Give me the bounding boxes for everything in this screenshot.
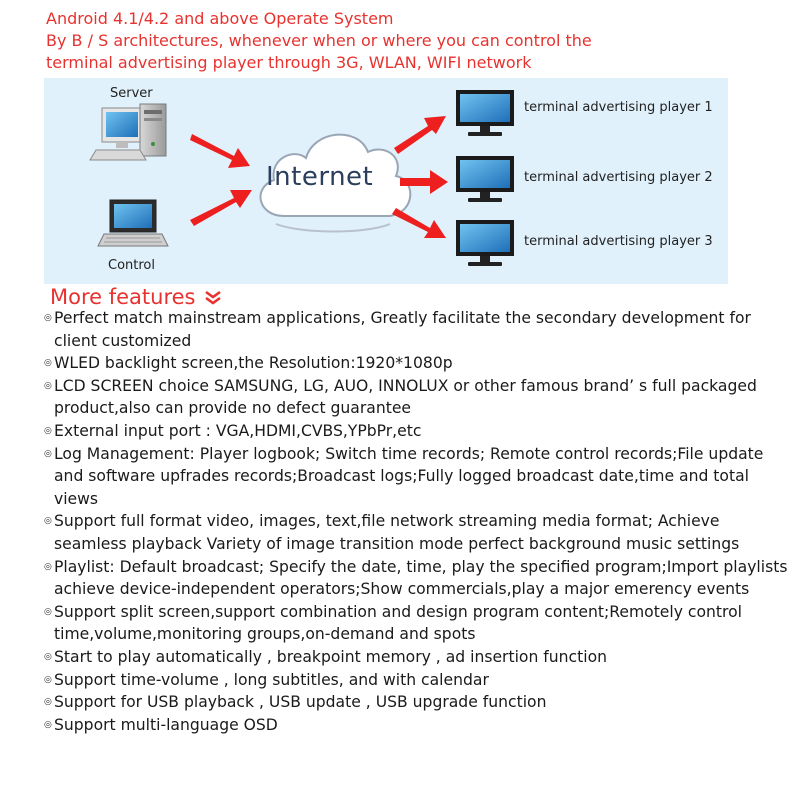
feature-text: LCD SCREEN choice SAMSUNG, LG, AUO, INNO… — [54, 376, 757, 418]
internet-label: Internet — [266, 162, 374, 192]
arrow-to-player-3 — [392, 208, 446, 238]
feature-item: ◎Support time-volume , long subtitles, a… — [44, 669, 796, 692]
diagram-artwork — [89, 90, 514, 266]
arrow-to-player-1 — [394, 116, 446, 154]
player-1-label: terminal advertising player 1 — [524, 100, 713, 115]
feature-item: ◎Support split screen,support combinatio… — [44, 601, 796, 646]
bullet-icon: ◎ — [44, 651, 52, 662]
arrow-server-to-internet — [190, 134, 250, 168]
feature-text: Support for USB playback , USB update , … — [54, 693, 547, 712]
bullet-icon: ◎ — [44, 516, 52, 527]
feature-item: ◎Start to play automatically , breakpoin… — [44, 646, 796, 669]
feature-item: ◎External input port : VGA,HDMI,CVBS,YPb… — [44, 420, 796, 443]
feature-text: WLED backlight screen,the Resolution:192… — [54, 354, 453, 373]
feature-item: ◎Support full format video, images, text… — [44, 510, 796, 555]
double-chevron-down-icon — [205, 290, 221, 305]
feature-text: Support multi-language OSD — [54, 715, 278, 734]
player-3-monitor-icon — [456, 220, 514, 266]
bullet-icon: ◎ — [44, 380, 52, 391]
section-title: More features — [50, 284, 222, 310]
player-2-monitor-icon — [456, 156, 514, 202]
feature-text: Perfect match mainstream applications, G… — [54, 309, 751, 350]
player-1-monitor-icon — [456, 90, 514, 136]
bullet-icon: ◎ — [44, 719, 52, 730]
bullet-icon: ◎ — [44, 425, 52, 436]
control-label: Control — [108, 258, 155, 273]
header-line-3: terminal advertising player through 3G, … — [46, 53, 532, 72]
feature-item: ◎Support multi-language OSD — [44, 714, 796, 737]
feature-text: Start to play automatically , breakpoint… — [54, 647, 607, 666]
bullet-icon: ◎ — [44, 448, 52, 459]
server-label: Server — [110, 86, 153, 101]
feature-text: Support split screen,support combination… — [54, 602, 742, 644]
network-diagram: Server Control Internet terminal adverti… — [44, 78, 728, 284]
bullet-icon: ◎ — [44, 313, 52, 323]
server-icon — [89, 103, 167, 161]
feature-text: Support full format video, images, text,… — [54, 512, 740, 553]
feature-item: ◎Playlist: Default broadcast; Specify th… — [44, 556, 796, 601]
feature-item: ◎LCD SCREEN choice SAMSUNG, LG, AUO, INN… — [44, 375, 796, 420]
bullet-icon: ◎ — [44, 358, 52, 369]
feature-item: ◎Log Management: Player logbook; Switch … — [44, 443, 796, 511]
bullet-icon: ◎ — [44, 606, 52, 617]
feature-item: ◎Perfect match mainstream applications, … — [44, 307, 796, 352]
arrow-to-player-2 — [400, 170, 448, 194]
features-list: ◎Perfect match mainstream applications, … — [44, 307, 796, 736]
feature-text: External input port : VGA,HDMI,CVBS,YPbP… — [54, 421, 422, 440]
feature-text: Support time-volume , long subtitles, an… — [54, 670, 489, 689]
bullet-icon: ◎ — [44, 697, 52, 708]
header-line-1: Android 4.1/4.2 and above Operate System — [46, 9, 394, 28]
feature-text: Log Management: Player logbook; Switch t… — [54, 444, 764, 508]
bullet-icon: ◎ — [44, 561, 52, 572]
feature-text: Playlist: Default broadcast; Specify the… — [54, 557, 788, 599]
feature-item: ◎WLED backlight screen,the Resolution:19… — [44, 352, 796, 375]
bullet-icon: ◎ — [44, 674, 52, 685]
player-2-label: terminal advertising player 2 — [524, 170, 713, 185]
player-3-label: terminal advertising player 3 — [524, 234, 713, 249]
cloud-icon — [259, 133, 412, 233]
section-title-text: More features — [50, 285, 196, 309]
feature-item: ◎Support for USB playback , USB update ,… — [44, 691, 796, 714]
header-text: Android 4.1/4.2 and above Operate System… — [46, 8, 592, 74]
header-line-2: By B / S architectures, whenever when or… — [46, 31, 592, 50]
arrow-control-to-internet — [190, 190, 252, 226]
laptop-icon — [97, 199, 169, 247]
